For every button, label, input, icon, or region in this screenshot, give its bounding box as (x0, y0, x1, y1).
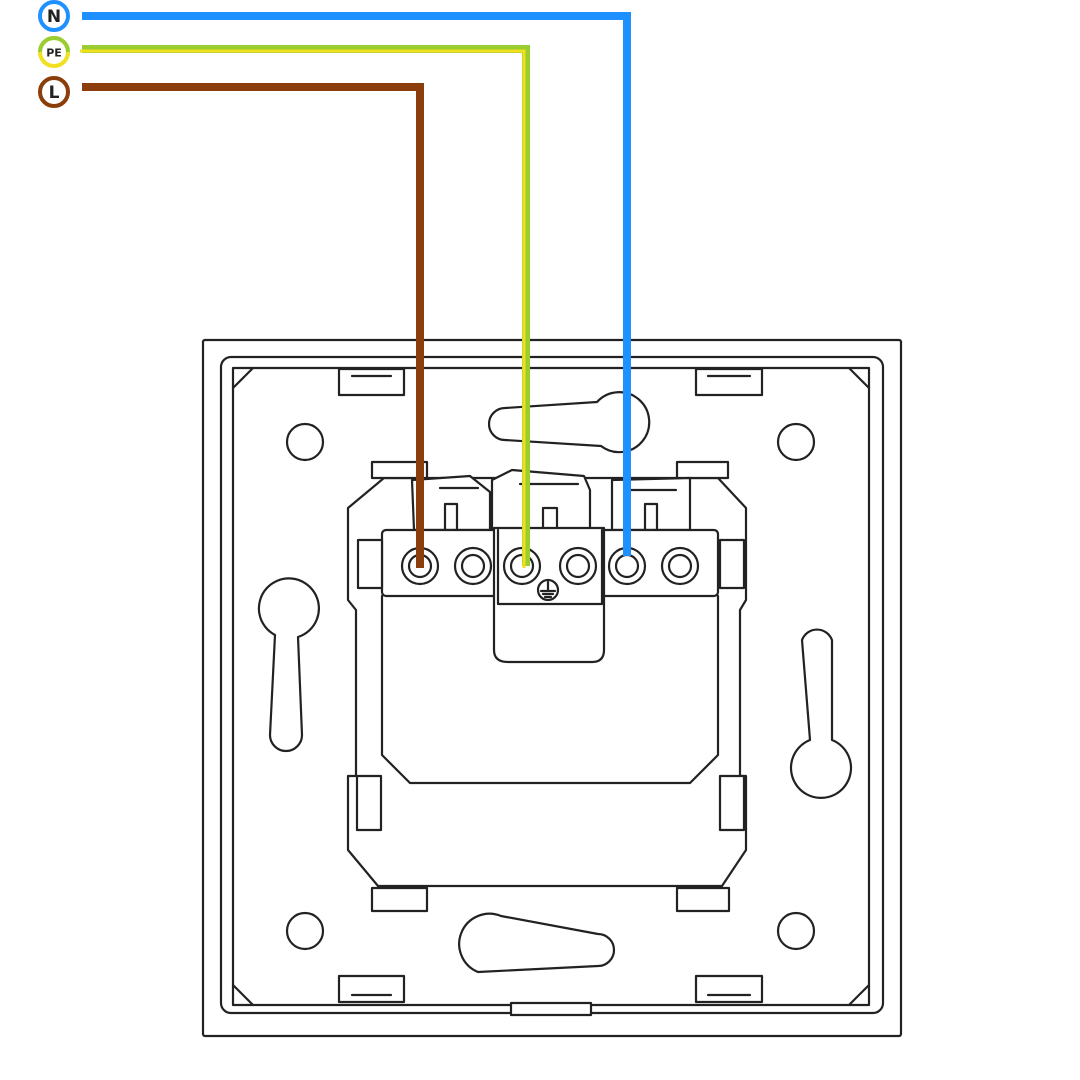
terminal-screw-5 (607, 546, 647, 586)
wire-badge-pe: PE (38, 36, 70, 68)
terminal-screw-4 (558, 546, 598, 586)
wire-l (82, 83, 424, 568)
wire-label-l: L (49, 83, 60, 103)
terminal-screw-6 (660, 546, 700, 586)
wire-label-pe: PE (46, 47, 62, 60)
mounting-holes (285, 422, 816, 951)
wire-label-n: N (47, 7, 61, 27)
terminal-screw-2 (453, 546, 493, 586)
earth-ground-icon (536, 578, 560, 602)
wires-layer (80, 12, 631, 568)
wire-badge-n: N (38, 0, 70, 32)
frame-clips (337, 367, 764, 1017)
wire-badge-l: L (38, 76, 70, 108)
wire-badges: N PE L (38, 0, 70, 108)
terminal-block (400, 546, 700, 586)
socket-mechanism (346, 460, 748, 913)
wire-pe (80, 45, 530, 568)
wire-n (82, 12, 631, 556)
